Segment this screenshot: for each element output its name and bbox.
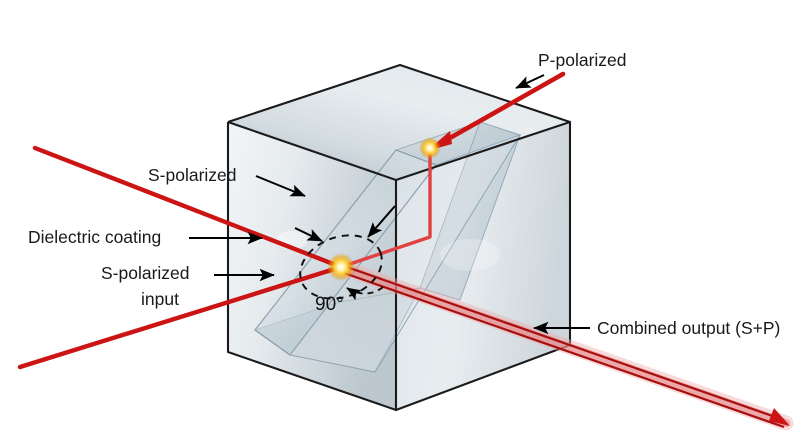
p-beam-internal-path [339, 146, 432, 269]
label-s-polarized-input-line1: S-polarized [101, 263, 190, 283]
angle-indicator [299, 234, 384, 301]
leader-p-polarized [515, 74, 545, 89]
leader-s-polarized [255, 175, 306, 197]
coating-guide-line-3 [374, 134, 521, 373]
glass-highlight-2 [440, 239, 500, 271]
output-beam-core-upper [340, 263, 782, 421]
s-input-beam [32, 145, 344, 270]
s-polarized-beam [17, 145, 344, 370]
cube-body [226, 63, 572, 412]
pointer-arrow-inner-left [294, 227, 323, 242]
label-s-polarized: S-polarized [148, 165, 237, 185]
top-hotspot [419, 137, 441, 159]
s-reflected-beam [17, 264, 344, 370]
text-labels: P-polarized S-polarized Dielectric coati… [28, 50, 780, 338]
output-beam-core-lower [343, 271, 785, 429]
leader-lines [189, 74, 590, 335]
output-beam-arrowhead [769, 408, 790, 426]
combined-output-beam [333, 259, 794, 431]
label-p-polarized: P-polarized [538, 50, 627, 70]
center-hotspot [327, 253, 355, 281]
label-s-polarized-input-line2: input [141, 289, 179, 309]
label-dielectric-coating: Dielectric coating [28, 227, 161, 247]
angle-arrow-curve [346, 286, 384, 301]
coating-guide-line-1 [254, 149, 397, 331]
output-beam-glow-inner [337, 263, 790, 427]
inner-slab-right-wall [419, 121, 521, 301]
pointer-arrow-inner-right [367, 205, 396, 238]
label-combined-output: Combined output (S+P) [597, 318, 780, 338]
p-input-beam [431, 71, 566, 150]
internal-prism-structure [254, 121, 522, 373]
hotspots [327, 137, 441, 281]
label-angle-90: 90° [315, 294, 344, 315]
